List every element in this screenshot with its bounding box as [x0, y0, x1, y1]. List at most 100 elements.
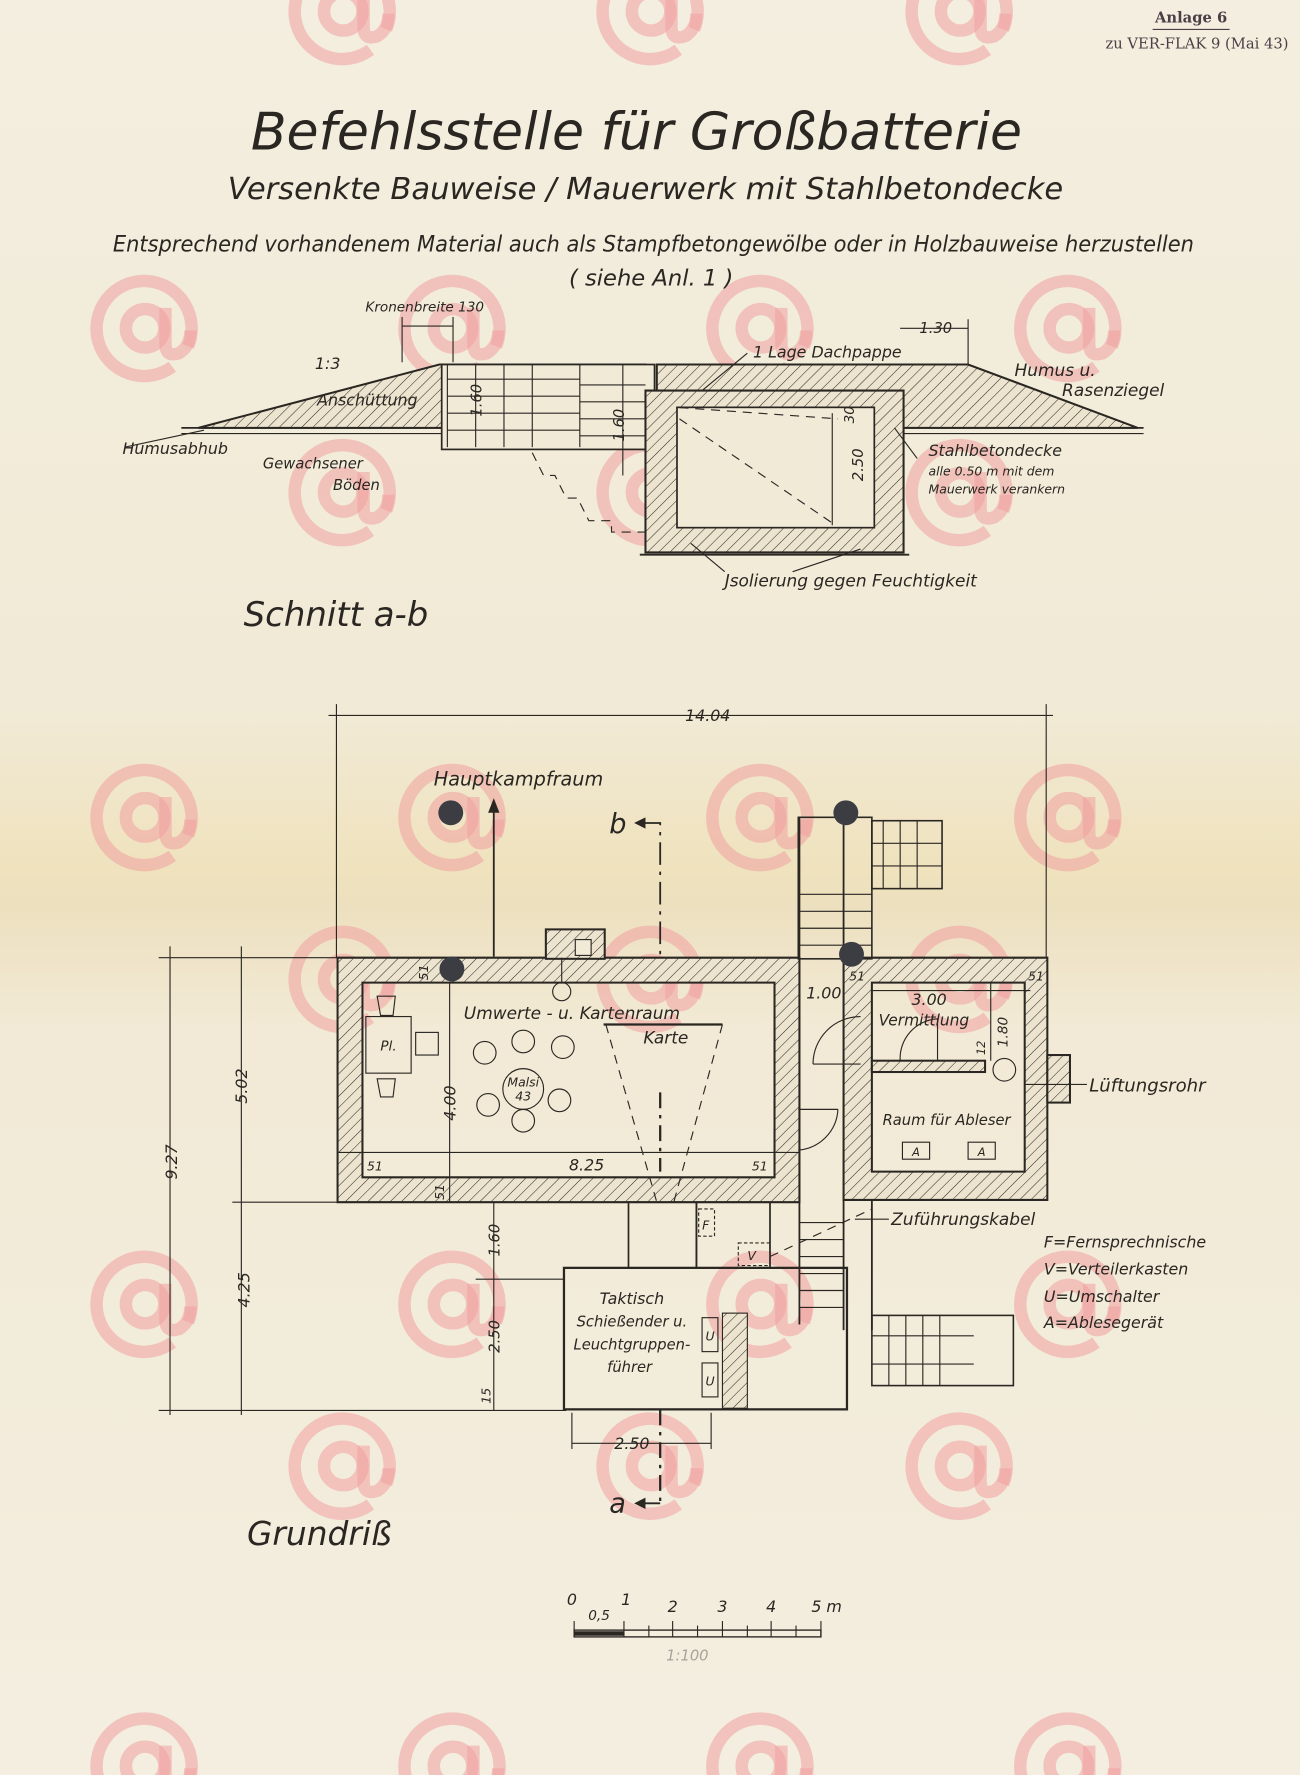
- dim-100: 1.00: [806, 983, 841, 1002]
- watermark-at-icon: [97, 281, 192, 376]
- watermark-at-icon: [97, 1719, 192, 1775]
- label-tactical-room-2: Schießender u.: [577, 1314, 688, 1331]
- legend-item: A=Ablesegerät: [1043, 1313, 1164, 1332]
- watermark-at-icon: [97, 1257, 192, 1352]
- punch-hole: [439, 956, 465, 982]
- scale-bar: 0 0,5 1 2 3 4 5 m 1:100: [567, 1590, 842, 1664]
- dim-12: 12: [974, 1041, 988, 1055]
- title-note-ref: ( siehe Anl. 1 ): [569, 265, 733, 291]
- legend: F=Fernsprechnische V=Verteilerkasten U=U…: [1043, 1232, 1206, 1331]
- label-vent-pipe: Lüftungsrohr: [1089, 1075, 1207, 1096]
- label-crown-width: Kronenbreite 130: [365, 299, 484, 315]
- dim-250-horizontal: 2.50: [614, 1434, 649, 1453]
- dim-425: 4.25: [234, 1272, 253, 1307]
- section-drawing: [124, 316, 1144, 573]
- label-reader-device: A: [977, 1145, 986, 1159]
- dim-51: 51: [432, 1184, 447, 1200]
- watermark-at-icon: [295, 0, 390, 59]
- cut-marker-b: b: [609, 809, 626, 840]
- label-slab-note-2: Mauerwerk verankern: [928, 482, 1065, 497]
- watermark-at-icon: [712, 1719, 807, 1775]
- watermark-at-icon: [603, 0, 698, 59]
- stairs-bottom-right: [871, 1314, 1015, 1387]
- tactical-room: [562, 1266, 849, 1411]
- dim-130: 1.30: [919, 320, 952, 337]
- label-humus: Humus u.: [1015, 361, 1096, 381]
- label-tactical-room-1: Taktisch: [600, 1289, 664, 1308]
- scale-tick-label: 5 m: [811, 1597, 842, 1616]
- watermark-at-icon: [912, 1419, 1007, 1514]
- watermark-at-icon: [404, 281, 499, 376]
- label-insulation: Jsolierung gegen Feuchtigkeit: [722, 571, 978, 591]
- dim-300: 3.00: [911, 990, 946, 1009]
- scale-tick-label: 0: [567, 1590, 577, 1609]
- watermark-at-icon: [912, 0, 1007, 59]
- stair-outline: [531, 452, 652, 533]
- label-plan-table: Pl.: [380, 1039, 396, 1055]
- watermark-at-icon: [1020, 1719, 1115, 1775]
- label-slope: 1:3: [315, 354, 340, 373]
- label-reader-device: A: [911, 1145, 920, 1159]
- dim-overall-width: 14.04: [685, 706, 730, 725]
- stairs-top: [797, 816, 873, 960]
- label-native-soil: Gewachsener: [263, 456, 364, 473]
- dim-160: 1.60: [486, 1224, 503, 1257]
- vent-stub: [1046, 1054, 1071, 1104]
- scale-tick-label: 3: [717, 1597, 727, 1616]
- dim-250-vertical: 2.50: [486, 1320, 503, 1353]
- dim-30: 30: [842, 406, 858, 423]
- dim-250: 2.50: [850, 448, 867, 481]
- label-main-fire-room: Hauptkampfraum: [434, 768, 603, 791]
- cut-marker-a: a: [609, 1488, 626, 1519]
- dim-51: 51: [752, 1159, 768, 1174]
- dim-15: 15: [478, 1388, 493, 1404]
- label-fill: Anschüttung: [316, 390, 417, 409]
- label-switchboard: Vermittlung: [879, 1011, 970, 1030]
- scale-tick-label: 0,5: [588, 1608, 610, 1624]
- watermark-at-icon: [1020, 770, 1115, 865]
- label-switch: U: [705, 1374, 714, 1389]
- label-malsi: Malsi: [507, 1075, 539, 1090]
- label-turf: Rasenziegel: [1062, 381, 1164, 401]
- legend-item: V=Verteilerkasten: [1044, 1260, 1188, 1279]
- punch-hole: [833, 800, 859, 826]
- scale-tick-label: 1: [621, 1590, 631, 1609]
- label-distribution-box: V: [747, 1248, 757, 1263]
- section-heading: Schnitt a-b: [244, 595, 429, 635]
- scale-tick-label: 2: [668, 1597, 678, 1616]
- label-phone-niche: F: [702, 1217, 710, 1232]
- dim-160-b: 1.60: [611, 409, 628, 442]
- label-feed-cable: Zuführungskabel: [890, 1210, 1035, 1230]
- dim-51: 51: [416, 964, 431, 980]
- label-tactical-room-3: Leuchtgruppen-: [574, 1336, 691, 1353]
- scale-tick-label: 4: [766, 1597, 776, 1616]
- reference-label: zu VER-FLAK 9 (Mai 43): [1106, 36, 1289, 53]
- watermark-at-icon: [712, 770, 807, 865]
- label-native-soil-2: Böden: [333, 477, 380, 494]
- right-block-walls: [842, 956, 1049, 1201]
- dim-400: 4.00: [440, 1085, 459, 1120]
- label-map-room: Umwerte - u. Kartenraum: [464, 1004, 680, 1024]
- label-reader-room: Raum für Ableser: [883, 1112, 1012, 1129]
- page-subtitle: Versenkte Bauweise / Mauerwerk mit Stahl…: [228, 172, 1063, 207]
- bunker-room: [676, 406, 875, 529]
- punch-hole: [438, 800, 464, 826]
- label-malsi-43: 43: [515, 1088, 531, 1103]
- plan-heading: Grundriß: [247, 1515, 392, 1553]
- watermark-at-icon: [97, 770, 192, 865]
- label-roofing: 1 Lage Dachpappe: [753, 343, 902, 362]
- label-slab: Stahlbetondecke: [928, 441, 1062, 460]
- floor-plan: [158, 704, 1087, 1509]
- label-slab-note-1: alle 0.50 m mit dem: [928, 463, 1054, 478]
- dim-180: 1.80: [996, 1017, 1012, 1047]
- dim-160-a: 1.60: [468, 384, 485, 417]
- watermark-at-icon: [712, 281, 807, 376]
- watermark-at-icon: [295, 1419, 390, 1514]
- punch-hole: [839, 941, 864, 967]
- dim-502: 5.02: [232, 1068, 251, 1103]
- legend-item: U=Umschalter: [1044, 1287, 1161, 1306]
- dim-51: 51: [1028, 968, 1044, 983]
- watermark-at-icon: [404, 1257, 499, 1352]
